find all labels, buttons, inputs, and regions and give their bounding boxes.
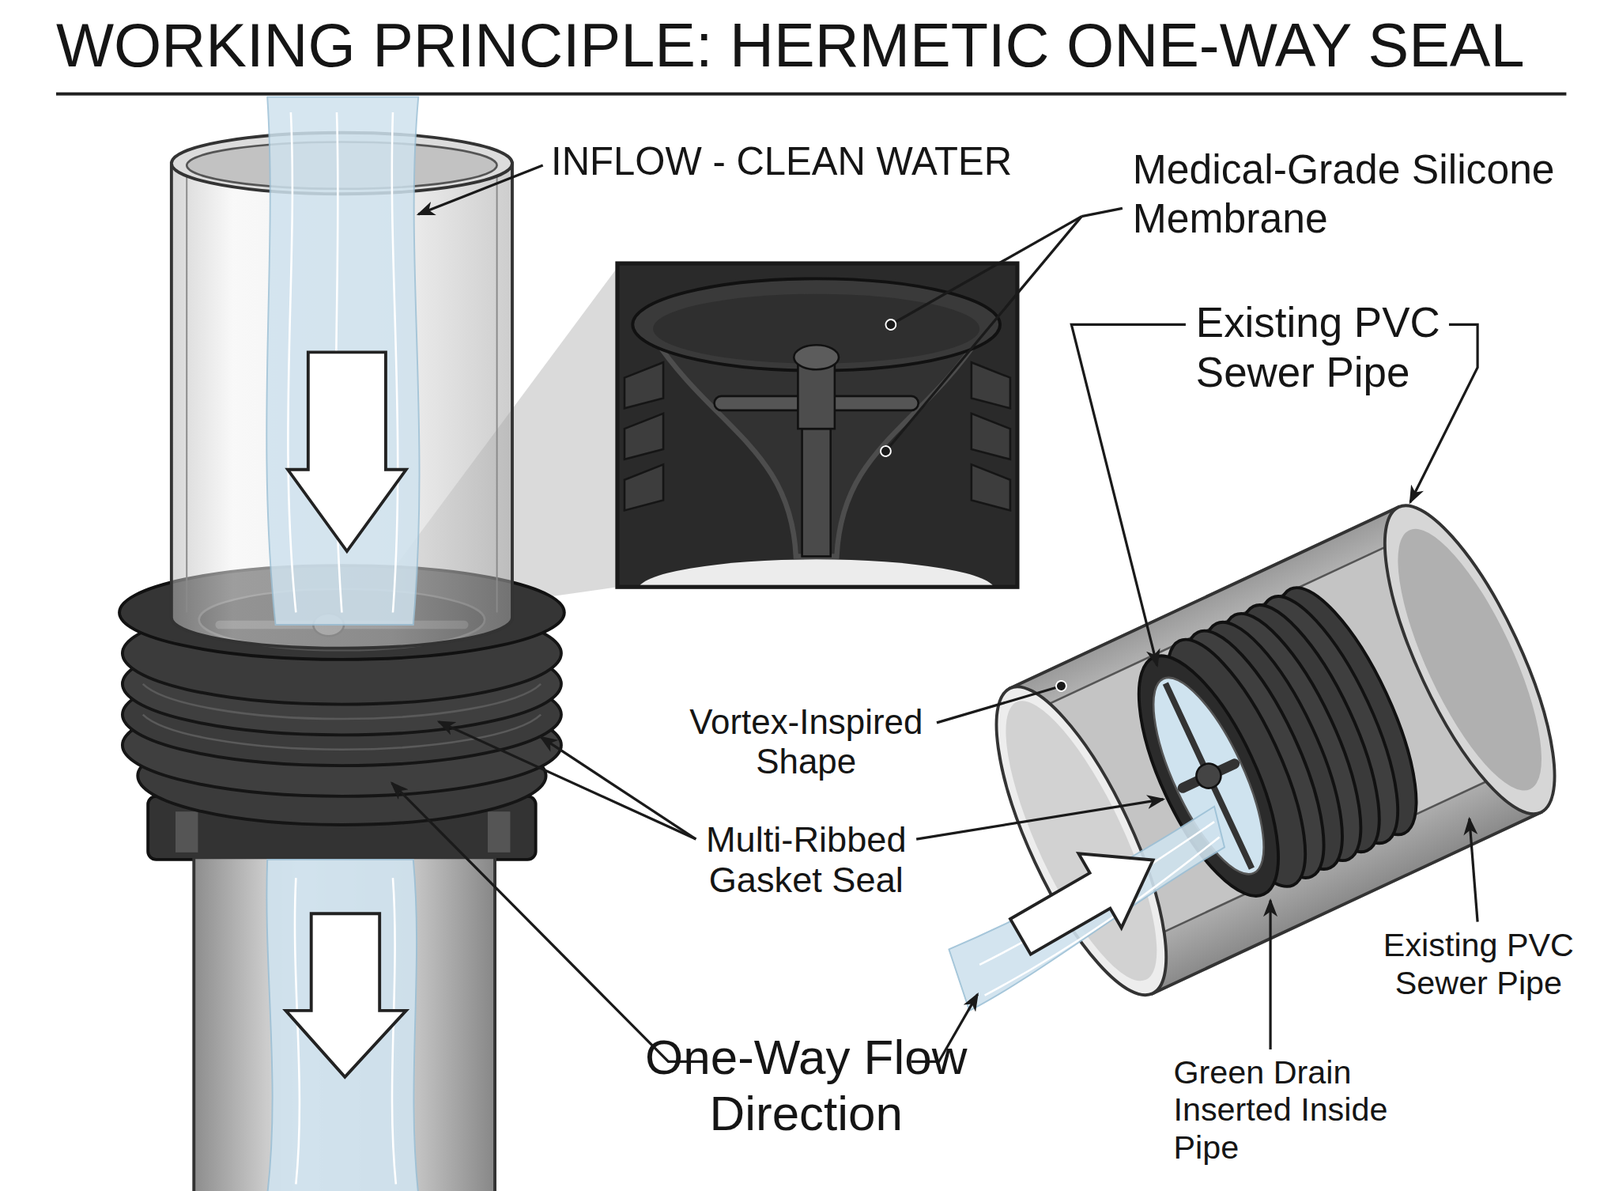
zoom-inset-part	[624, 362, 664, 408]
diagram-title: WORKING PRINCIPLE: HERMETIC ONE-WAY SEAL	[56, 10, 1525, 81]
callout-label: Medical-Grade Silicone Membrane	[1132, 144, 1572, 243]
leader-lines-part	[392, 782, 705, 1061]
zoom-inset	[617, 263, 1018, 587]
leader-lines-part	[1410, 324, 1478, 502]
vertical-assembly-part	[285, 913, 406, 1077]
zoom-inset-part	[802, 428, 831, 556]
zoom-inset-part	[971, 413, 1011, 460]
leader-lines-part	[890, 216, 1082, 325]
title-rule	[56, 92, 1567, 96]
flow-direction-label: One-Way Flow Direction	[632, 1028, 980, 1141]
flow-arrow	[999, 822, 1175, 974]
zoom-inset-part	[971, 362, 1011, 408]
vertical-assembly-part	[143, 683, 541, 719]
horizontal-pipe-part	[1192, 759, 1225, 793]
vertical-assembly	[119, 97, 565, 1191]
vertical-assembly-part	[496, 175, 499, 612]
vertical-assembly-part	[193, 856, 495, 1191]
vertical-assembly-part	[175, 811, 198, 853]
leader-lines	[392, 165, 1478, 1061]
leader-lines-part	[1469, 818, 1478, 921]
callout-label: INFLOW - CLEAN WATER	[550, 139, 1042, 186]
leader-lines-part	[1071, 324, 1186, 665]
leader-lines-part	[1268, 900, 1272, 1050]
vertical-assembly-part	[266, 97, 419, 625]
callout-label: Existing PVC Sewer Pipe	[1196, 298, 1464, 399]
leader-lines-part	[418, 165, 543, 215]
callout-label: Green Drain Inserted Inside Pipe	[1173, 1052, 1388, 1166]
callout-label: Existing PVC Sewer Pipe	[1370, 926, 1588, 1002]
leader-lines-part	[916, 799, 1163, 839]
leader-lines-part	[438, 721, 696, 839]
water-flow	[948, 806, 1225, 1011]
leader-lines-part	[885, 216, 1082, 452]
zoom-inset-part	[624, 464, 664, 510]
flow-arrow-part	[999, 822, 1175, 974]
leader-lines-part	[540, 736, 696, 839]
zoom-inset-part	[632, 278, 1000, 370]
water-streak	[979, 821, 1219, 995]
vertical-assembly-part	[266, 859, 419, 1191]
vertical-assembly-part	[185, 175, 188, 612]
zoom-inset-part	[617, 263, 1018, 587]
inset-frame	[617, 263, 1018, 587]
zoom-inset-part	[637, 558, 996, 587]
zoom-inset-part	[793, 344, 839, 370]
zoom-inset-part	[971, 464, 1011, 510]
zoom-inset-part	[624, 413, 664, 460]
zoom-inset-part	[652, 336, 980, 557]
horizontal-pipe	[963, 485, 1587, 1016]
leader-lines-part	[936, 685, 1061, 722]
callout-label: Multi-Ribbed Gasket Seal	[678, 818, 934, 901]
vertical-assembly-part	[287, 351, 407, 551]
leader-lines-part	[1081, 207, 1123, 216]
callout-label: Vortex-Inspired Shape	[678, 701, 934, 782]
vertical-assembly-part	[487, 811, 510, 853]
